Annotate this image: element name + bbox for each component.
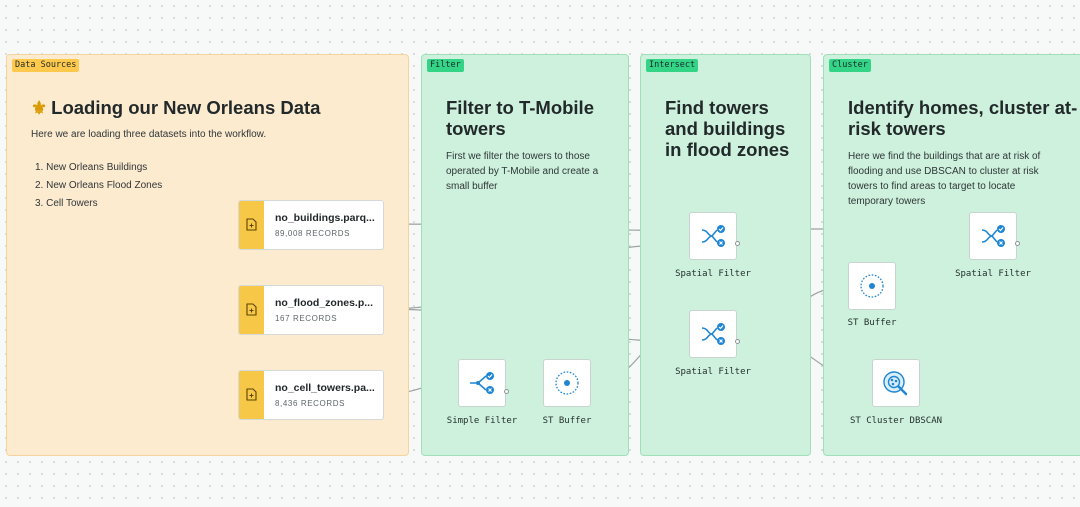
group-description: Here we find the buildings that are at r… [848,151,1041,207]
simple-filter-icon [470,372,494,394]
dataset-list: 1. New Orleans Buildings 2. New Orleans … [35,159,162,213]
node-simple-filter[interactable] [458,359,506,407]
spatial-filter-icon [701,225,725,247]
buffer-icon [860,274,884,298]
list-item: 2. New Orleans Flood Zones [35,180,163,191]
source-name: no_buildings.parq... [275,212,375,224]
file-icon [246,388,257,401]
source-node-cell-towers[interactable]: no_cell_towers.pa... 8,436 RECORDS [238,370,384,420]
source-name: no_cell_towers.pa... [275,382,375,394]
node-st-buffer[interactable] [543,359,591,407]
node-label: ST Buffer [847,318,897,328]
group-title: ⚜Loading our New Orleans Data [31,97,321,118]
group-tag: Intersect [646,59,699,72]
group-title: Filter to T-Mobile towers [446,97,594,139]
node-label: Spatial Filter [675,367,751,377]
source-name: no_flood_zones.p... [275,297,374,309]
node-spatial-filter[interactable] [689,310,737,358]
source-record-count: 89,008 RECORDS [275,229,351,238]
list-item: 1. New Orleans Buildings [35,162,148,173]
group-tag: Data Sources [12,59,80,72]
file-icon [246,218,257,231]
output-port[interactable] [735,241,740,246]
node-st-buffer[interactable] [848,262,896,310]
node-spatial-filter[interactable] [969,212,1017,260]
node-label: ST Buffer [542,416,592,426]
output-port[interactable] [735,339,740,344]
node-label: ST Cluster DBSCAN [849,416,943,426]
group-tag: Filter [427,59,464,72]
list-item: 3. Cell Towers [35,198,98,209]
group-cluster: Cluster Identify homes, cluster at-risk … [823,54,1080,456]
file-icon [246,303,257,316]
node-label: Spatial Filter [955,269,1031,279]
output-port[interactable] [1015,241,1020,246]
spatial-filter-icon [701,323,725,345]
buffer-icon [555,371,579,395]
source-node-buildings[interactable]: no_buildings.parq... 89,008 RECORDS [238,200,384,250]
group-title: Find towers and buildings in flood zones [665,97,790,160]
group-description: Here we are loading three datasets into … [31,129,267,140]
node-spatial-filter[interactable] [689,212,737,260]
cluster-dbscan-icon [883,371,908,396]
node-label: Simple Filter [446,416,518,426]
source-record-count: 167 RECORDS [275,314,338,323]
output-port[interactable] [504,389,509,394]
fleur-de-lis-icon: ⚜ [31,98,48,118]
group-filter: Filter Filter to T-Mobile towers First w… [421,54,629,456]
node-label: Spatial Filter [675,269,751,279]
group-tag: Cluster [829,59,871,72]
group-title: Identify homes, cluster at-risk towers [848,97,1078,139]
spatial-filter-icon [981,225,1005,247]
source-node-flood-zones[interactable]: no_flood_zones.p... 167 RECORDS [238,285,384,335]
source-record-count: 8,436 RECORDS [275,399,346,408]
group-description: First we filter the towers to those oper… [446,151,599,192]
node-st-cluster-dbscan[interactable] [872,359,920,407]
